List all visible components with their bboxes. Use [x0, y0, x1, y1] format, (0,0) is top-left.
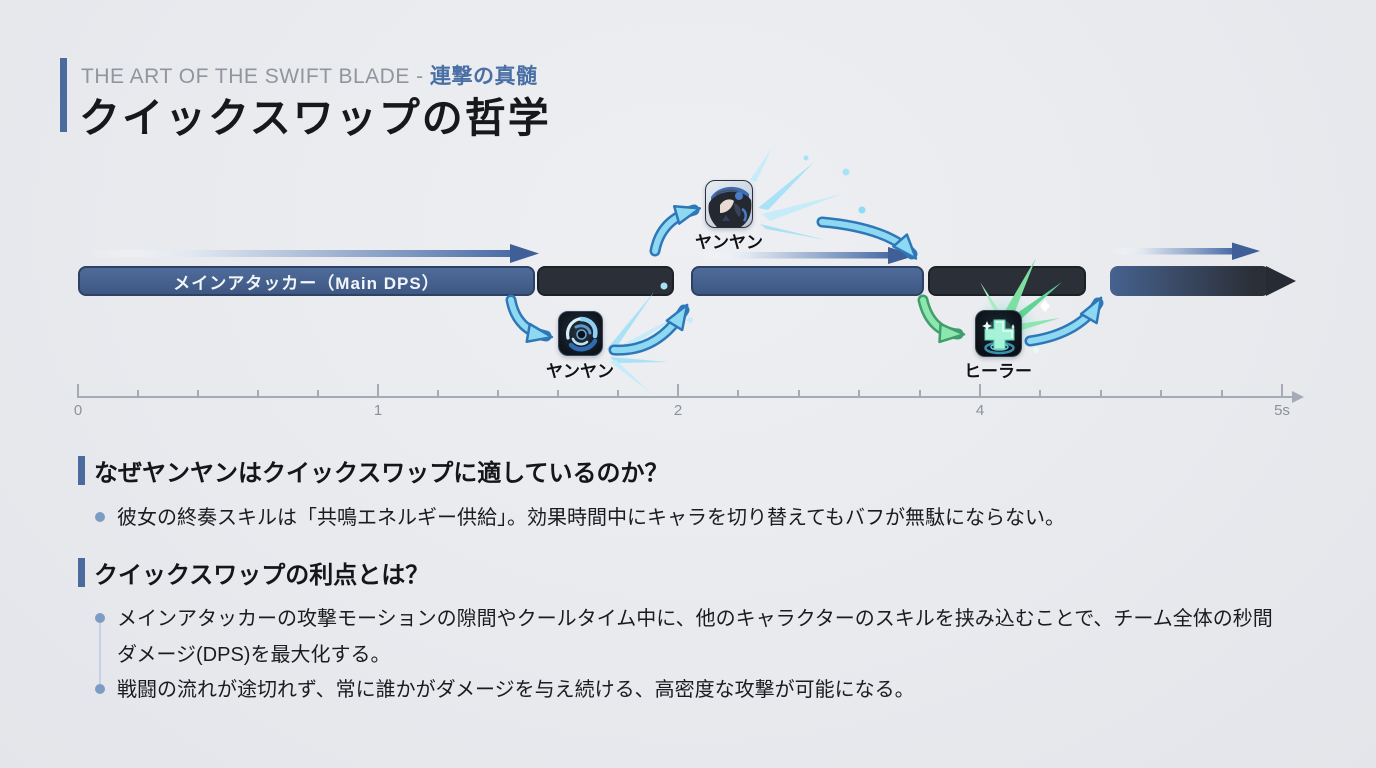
swap-bottom-label: ヤンヤン [546, 362, 614, 381]
swap-out-arrow-to-skill [508, 297, 554, 343]
section2-heading: クイックスワップの利点とは？ [94, 562, 430, 589]
phase-arrow-1 [86, 244, 539, 263]
section1-heading: なぜヤンヤンはクイックスワップに適しているのか？ [94, 460, 669, 487]
axis-minor-tick [557, 390, 559, 398]
axis-minor-tick [918, 390, 921, 398]
timeline-bar-final [1110, 266, 1270, 296]
bullet-dot [95, 684, 105, 694]
axis-minor-tick [737, 390, 740, 398]
axis-tick-label: 1 [373, 402, 383, 419]
axis-minor-tick [317, 390, 319, 398]
section1-accent-bar [78, 456, 85, 485]
axis-minor-tick [858, 390, 861, 398]
impact-splash-portrait-icon [750, 148, 866, 240]
axis-tick-label: 0 [73, 402, 83, 419]
yangyang-portrait-icon [705, 180, 753, 228]
swap-in-arrow-from-skill [611, 303, 689, 354]
time-axis-line [78, 396, 1294, 398]
axis-minor-tick [1220, 390, 1223, 398]
phase-arrow-3 [1112, 242, 1260, 260]
axis-tick-label: 2 [673, 402, 683, 419]
axis-minor-tick [1099, 390, 1102, 398]
page-title: クイックスワップの哲学 [79, 95, 551, 141]
axis-minor-tick [797, 390, 800, 398]
timeline-bar-gap-1 [537, 266, 674, 296]
timeline-bar-main-dps-2 [691, 266, 924, 296]
axis-major-tick [677, 384, 679, 398]
wind-skill-icon [558, 311, 603, 356]
yangyang-portrait-art [708, 186, 752, 227]
time-axis-arrowhead [1292, 391, 1304, 403]
swap-top-label: ヤンヤン [695, 233, 763, 252]
axis-minor-tick [617, 390, 619, 398]
section1-bullet-1: 彼女の終奏スキルは「共鳴エネルギー供給」。効果時間中にキャラを切り替えてもバフが… [117, 507, 1065, 529]
axis-major-tick [377, 384, 379, 398]
axis-minor-tick [197, 390, 199, 398]
timeline-bar-main-dps: メインアタッカー（Main DPS） [78, 266, 535, 296]
axis-major-tick [77, 384, 79, 398]
timeline-bar-final-arrowhead [1266, 266, 1296, 296]
kicker-english: THE ART OF THE SWIFT BLADE - [81, 65, 431, 88]
axis-minor-tick [497, 390, 499, 398]
kicker-line: THE ART OF THE SWIFT BLADE - 連撃の真髄 [81, 60, 538, 90]
bullet-connector-line [99, 622, 101, 684]
bullet-dot [95, 613, 105, 623]
axis-minor-tick [137, 390, 139, 398]
timeline-bar-gap-2 [928, 266, 1086, 296]
axis-minor-tick [1160, 390, 1163, 398]
healing-skill-art [982, 319, 1015, 355]
section2-bullet-1: メインアタッカーの攻撃モーションの隙間やクールタイム中に、他のキャラクターのスキ… [117, 608, 1273, 666]
wind-skill-art [565, 316, 598, 352]
section2-accent-bar [78, 558, 85, 587]
kicker-japanese: 連撃の真髄 [430, 65, 538, 88]
section2-bullet-2: 戦闘の流れが途切れず、常に誰かがダメージを与え続ける、高密度な攻撃が可能になる。 [117, 679, 915, 701]
axis-minor-tick [437, 390, 439, 398]
axis-minor-tick [257, 390, 259, 398]
swap-in-arrow-from-healer [1027, 296, 1103, 344]
title-accent-bar [60, 58, 67, 132]
axis-major-tick [979, 384, 981, 398]
axis-major-tick [1281, 384, 1283, 398]
swap-out-arrow-to-healer [920, 297, 966, 344]
healing-skill-icon [975, 310, 1022, 357]
axis-minor-tick [1039, 390, 1042, 398]
swap-in-arrow-from-portrait [819, 219, 918, 260]
main-dps-bar-label: メインアタッカー（Main DPS） [173, 273, 440, 293]
axis-tick-label: 5s [1274, 402, 1290, 419]
bullet-dot [95, 512, 105, 522]
axis-tick-label: 4 [975, 402, 985, 419]
healer-label: ヒーラー [964, 362, 1032, 381]
